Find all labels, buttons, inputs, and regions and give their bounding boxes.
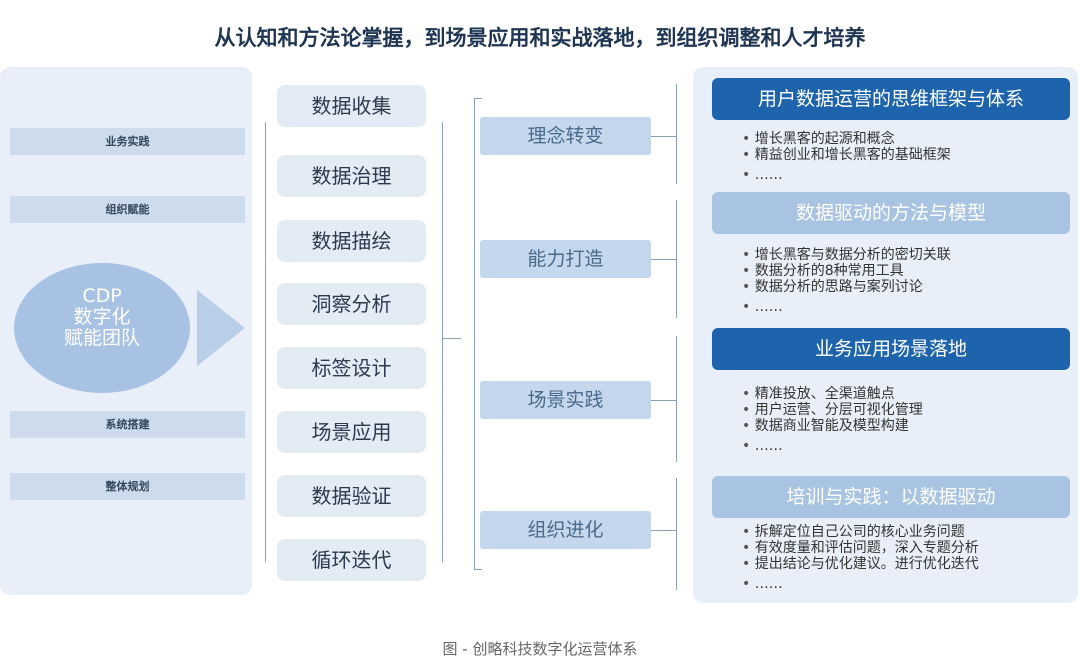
list-item: 数据商业智能及模型构建 bbox=[742, 418, 923, 434]
section-list: 增长黑客的起源和概念 精益创业和增长黑客的基础框架 …… bbox=[742, 131, 951, 183]
list-item: …… bbox=[742, 167, 951, 183]
ellipse-line: 数字化 bbox=[73, 306, 131, 328]
section-header: 用户数据运营的思维框架与体系 bbox=[712, 78, 1070, 120]
bracket-line bbox=[676, 478, 677, 590]
connector-line bbox=[651, 136, 676, 137]
bracket-line bbox=[676, 336, 677, 462]
bar-overall-plan: 整体规划 bbox=[10, 473, 245, 500]
section-list: 精准投放、全渠道触点 用户运营、分层可视化管理 数据商业智能及模型构建 …… bbox=[742, 386, 923, 454]
ellipse-line: 赋能团队 bbox=[63, 327, 140, 349]
cdp-team-ellipse: CDP 数字化 赋能团队 bbox=[14, 263, 190, 393]
section-header: 数据驱动的方法与模型 bbox=[712, 192, 1070, 234]
list-item: …… bbox=[742, 438, 923, 454]
arrow-right-icon bbox=[197, 290, 245, 366]
bracket-line bbox=[676, 200, 677, 318]
figure-caption: 图 - 创略科技数字化运营体系 bbox=[442, 640, 638, 658]
connector-line bbox=[651, 530, 676, 531]
step-box: 场景应用 bbox=[277, 411, 426, 453]
step-box: 标签设计 bbox=[277, 347, 426, 389]
step-box: 数据收集 bbox=[277, 85, 426, 127]
step-box: 数据验证 bbox=[277, 475, 426, 517]
bracket-line bbox=[265, 122, 266, 562]
stage-box: 理念转变 bbox=[480, 117, 651, 155]
step-box: 洞察分析 bbox=[277, 283, 426, 325]
step-box: 循环迭代 bbox=[277, 539, 426, 581]
list-item: 用户运营、分层可视化管理 bbox=[742, 402, 923, 418]
list-item: 精准投放、全渠道触点 bbox=[742, 386, 923, 402]
bracket-line bbox=[442, 122, 443, 562]
bar-org-empower: 组织赋能 bbox=[10, 196, 245, 223]
stage-box: 场景实践 bbox=[480, 381, 651, 419]
list-item: 增长黑客的起源和概念 bbox=[742, 131, 951, 147]
page-title: 从认知和方法论掌握，到场景应用和实战落地，到组织调整和人才培养 bbox=[214, 26, 866, 50]
bar-system-build: 系统搭建 bbox=[10, 411, 245, 438]
connector-line bbox=[443, 338, 461, 339]
list-item: 有效度量和评估问题，深入专题分析 bbox=[742, 540, 979, 556]
step-box: 数据治理 bbox=[277, 155, 426, 197]
stage-box: 能力打造 bbox=[480, 240, 651, 278]
list-item: 数据分析的思路与案列讨论 bbox=[742, 279, 951, 295]
section-list: 拆解定位自己公司的核心业务问题 有效度量和评估问题，深入专题分析 提出结论与优化… bbox=[742, 524, 979, 592]
stage-box: 组织进化 bbox=[480, 511, 651, 549]
list-item: 增长黑客与数据分析的密切关联 bbox=[742, 247, 951, 263]
section-header: 培训与实践：以数据驱动 bbox=[712, 476, 1070, 518]
connector-line bbox=[474, 98, 482, 99]
list-item: …… bbox=[742, 299, 951, 315]
bracket-line bbox=[676, 84, 677, 184]
bracket-line bbox=[474, 98, 475, 570]
list-item: 拆解定位自己公司的核心业务问题 bbox=[742, 524, 979, 540]
section-header: 业务应用场景落地 bbox=[712, 328, 1070, 370]
bar-business-practice: 业务实践 bbox=[10, 128, 245, 155]
step-box: 数据描绘 bbox=[277, 220, 426, 262]
connector-line bbox=[474, 569, 482, 570]
section-list: 增长黑客与数据分析的密切关联 数据分析的8种常用工具 数据分析的思路与案列讨论 … bbox=[742, 247, 951, 315]
list-item: 数据分析的8种常用工具 bbox=[742, 263, 951, 279]
list-item: …… bbox=[742, 576, 979, 592]
list-item: 精益创业和增长黑客的基础框架 bbox=[742, 147, 951, 163]
connector-line bbox=[651, 259, 676, 260]
list-item: 提出结论与优化建议。进行优化迭代 bbox=[742, 556, 979, 572]
connector-line bbox=[651, 400, 676, 401]
ellipse-line: CDP bbox=[82, 285, 122, 307]
